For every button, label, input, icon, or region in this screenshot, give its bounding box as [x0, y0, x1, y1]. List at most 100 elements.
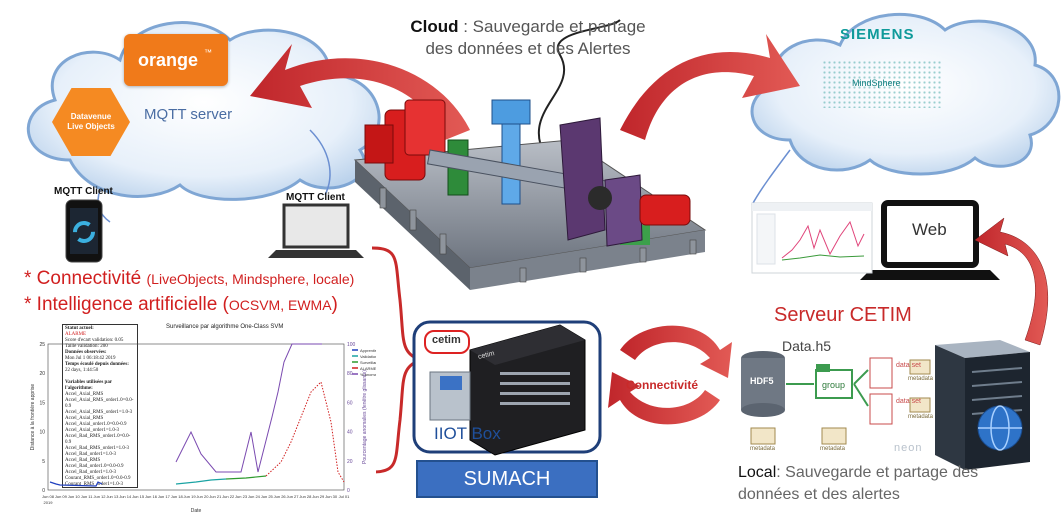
status-line: Statut actuel: — [65, 326, 94, 331]
status-line: Variables utilisées par l'algorithme: — [65, 380, 112, 391]
y-axis-label: Distance à la frontière apprise — [30, 384, 36, 451]
status-line: Score d'ecart validation: 0.05 — [65, 338, 124, 343]
status-line: Accel_Rad_order1=1.0-3 — [65, 470, 116, 475]
legend-label: Surveillance — [360, 360, 376, 365]
x-year-label: 2019 — [44, 500, 54, 505]
status-line: Accel_Rad_RMS_order1.0=0.0-0.9 — [65, 434, 131, 445]
y-tick-label: 25 — [39, 342, 45, 348]
metadata-label-4: metadata — [908, 414, 934, 420]
dataset-label-1: data set — [896, 362, 921, 369]
x-tick-label: Jun 27 — [287, 494, 300, 499]
feature-ai-detail: OCSVM, EWMA — [228, 297, 332, 313]
x-tick-label: Jun 09 — [55, 494, 68, 499]
web-server-arrow — [974, 217, 1048, 346]
x-axis-label: Date — [191, 508, 202, 514]
legend-label: Validation — [360, 354, 376, 359]
y2-tick-label: 40 — [347, 430, 353, 436]
local-caption-strong: Local — [738, 464, 777, 481]
orange-logo-tm: ™ — [204, 48, 212, 57]
trace-validation — [175, 478, 227, 485]
dataset-label-2: data set — [896, 398, 921, 405]
x-tick-label: Jun 22 — [222, 494, 235, 499]
x-tick-label: Jun 11 — [81, 494, 93, 499]
connectivity-label: Connectivité — [626, 378, 699, 392]
smartphone-icon — [65, 199, 103, 263]
status-line: Accel_Rad_RMS_order1=1.0-3 — [65, 446, 130, 451]
web-dashboard-thumbnail — [751, 202, 873, 274]
x-tick-label: Jun 25 — [261, 494, 274, 499]
x-tick-label: Jun 18 — [171, 494, 184, 499]
local-caption-rest: : Sauvegarde et partage des données et d… — [738, 464, 979, 503]
metadata-label-1: metadata — [750, 446, 776, 452]
y-tick-label: 5 — [42, 459, 45, 465]
status-line: ALARME — [65, 332, 87, 337]
mindsphere-label: MindSphere — [852, 78, 901, 88]
mqtt-server-label: MQTT server — [144, 106, 233, 123]
y2-axis-label: Pourcentage anomalies (fenêtre glissante… — [362, 370, 368, 464]
trace-learning — [49, 481, 103, 487]
trace-alarm — [265, 381, 345, 483]
web-laptop-icon — [860, 200, 1000, 280]
x-tick-label: Jun 24 — [248, 494, 261, 499]
orange-logo-text: orange — [138, 50, 199, 70]
sumach-banner: SUMACH — [416, 460, 598, 498]
y2-tick-label: 80 — [347, 371, 353, 377]
group-label: group — [822, 380, 846, 390]
neon-watermark: neon — [894, 442, 923, 454]
cloud-caption: Cloud : Sauvegarde et partage des donnée… — [398, 16, 658, 60]
datavenue-label-2: Live Objects — [67, 122, 115, 131]
x-tick-label: Jun 15 — [132, 494, 145, 499]
hdf5-file-label: Data.h5 — [782, 338, 832, 354]
feature-connectivity-main: * Connectivité — [24, 268, 147, 289]
metadata-label-2: metadata — [820, 446, 846, 452]
y2-tick-label: 20 — [347, 459, 353, 465]
status-line: Accel_Rad_RMS — [65, 458, 101, 463]
web-label: Web — [912, 220, 947, 239]
status-line: Accel_Rad_order1=1.0-3 — [65, 452, 116, 457]
cloud-caption-strong: Cloud — [410, 17, 459, 36]
x-tick-label: Jun 21 — [209, 494, 222, 499]
x-tick-label: Jun 17 — [158, 494, 171, 499]
x-tick-label: Jun 30 — [325, 494, 338, 499]
server-tower-icon — [935, 340, 1030, 470]
y-tick-label: 20 — [39, 371, 45, 377]
feature-connectivity: * Connectivité (LiveObjects, Mindsphere,… — [24, 268, 354, 290]
cetim-logo: cetim — [424, 330, 470, 354]
feature-ai-end: ) — [331, 294, 338, 315]
cloud-caption-rest: : Sauvegarde et partage des données et d… — [425, 17, 646, 58]
status-line: Temps écoulé depuis données: — [65, 362, 129, 367]
cloud-upload-arrow-right — [620, 34, 800, 140]
x-tick-label: Jun 28 — [299, 494, 312, 499]
x-tick-label: Jun 10 — [68, 494, 81, 499]
feature-ai-main: * Intelligence artificielle ( — [24, 294, 229, 315]
local-caption: Local: Sauvegarde et partage des données… — [738, 462, 1038, 506]
laptop-icon — [268, 203, 364, 258]
connectivity-loop-arrow — [608, 325, 732, 425]
metadata-label-3: metadata — [908, 376, 934, 382]
mqtt-client-laptop-label: MQTT Client — [286, 192, 345, 203]
hdf5-structure — [741, 351, 931, 445]
status-line: Accel_Axial_RMS_order1.0=0.0-0.9 — [65, 398, 134, 409]
datavenue-label-1: Datavenue — [70, 112, 112, 121]
status-line: Accel_Axial_RMS — [65, 392, 104, 397]
machine-test-bench — [353, 99, 707, 290]
trace-surveillance — [225, 475, 267, 480]
feature-connectivity-detail: (LiveObjects, Mindsphere, locale) — [146, 271, 355, 287]
y2-tick-label: 0 — [347, 488, 350, 494]
x-tick-label: Jun 19 — [184, 494, 197, 499]
x-tick-label: Jun 26 — [274, 494, 287, 499]
x-tick-label: Jun 29 — [312, 494, 325, 499]
status-line: Accel_Axial_RMS — [65, 416, 104, 421]
y-tick-label: 10 — [39, 430, 45, 436]
orange-logo: orange ™ — [124, 34, 228, 86]
y-tick-label: 15 — [39, 400, 45, 406]
status-line: Accel_Rad_order1.0=0.0-0.9 — [65, 464, 124, 469]
status-line: Taille validation: 200 — [65, 344, 108, 349]
x-tick-label: Jun 14 — [119, 494, 132, 499]
cetim-logo-text: cetim — [432, 334, 461, 346]
server-title: Serveur CETIM — [774, 304, 912, 326]
hdf5-label: HDF5 — [750, 376, 774, 386]
